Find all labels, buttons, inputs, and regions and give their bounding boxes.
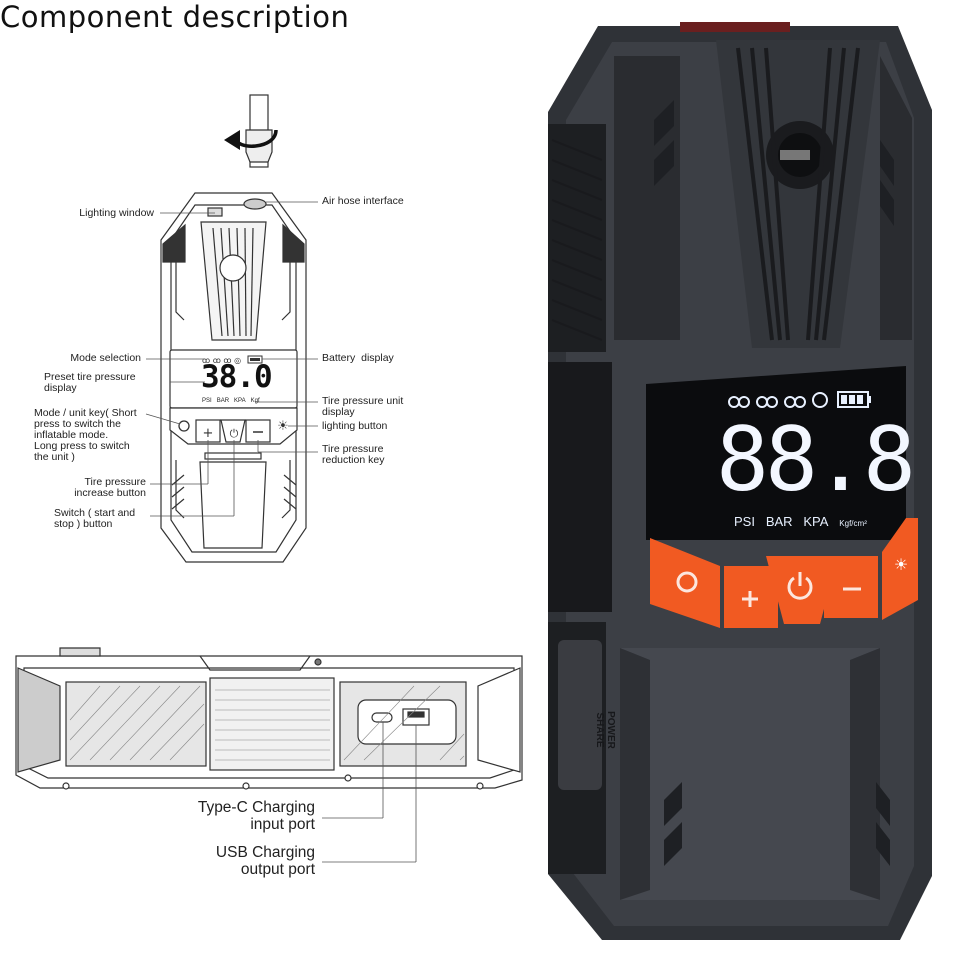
label-lighting-window: Lighting window — [79, 207, 154, 219]
label-switch-button: Switch ( start and stop ) button — [54, 507, 136, 530]
photo-display-units: PSI BAR KPA Kgf/cm² — [734, 514, 867, 529]
vent-lines — [736, 47, 860, 341]
label-type-c-port: Type-C Charging input port — [197, 799, 315, 833]
sketch-unit-psi: PSI — [202, 398, 212, 404]
sketch-unit-kpa: KPA — [234, 398, 246, 404]
hatch-pattern — [69, 685, 465, 761]
label-tire-pressure-increase: Tire pressure increase button — [74, 476, 146, 499]
front-view-sketch — [160, 192, 307, 563]
mode-icon — [178, 420, 190, 432]
port-leader-lines — [322, 722, 417, 863]
photo-unit-psi: PSI — [734, 514, 755, 529]
photo-display-value: 88.8 — [716, 408, 916, 511]
photo-button-icons — [676, 571, 861, 607]
label-lighting-button: lighting button — [322, 420, 388, 432]
label-tire-pressure-unit: Tire pressure unit display — [322, 395, 404, 418]
sketch-unit-kgf: Kgf — [250, 398, 260, 404]
label-mode-unit-key: Mode / unit key( Short press to switch t… — [34, 407, 137, 463]
sketch-display-units: PSI BAR KPA Kgf — [202, 398, 260, 404]
photo-unit-bar: BAR — [765, 514, 793, 529]
body-slots — [654, 100, 894, 866]
side-ribs — [551, 139, 603, 341]
product-photo — [548, 22, 932, 940]
label-mode-selection: Mode selection — [70, 352, 141, 364]
label-usb-port: USB Charging output port — [215, 844, 315, 878]
leader-lines — [145, 201, 318, 517]
label-battery-display: Battery display — [322, 352, 394, 364]
page-title: Component description — [0, 0, 350, 34]
svg-text:ꝏ ꝏ ꝏ ◎: ꝏ ꝏ ꝏ ◎ — [202, 356, 241, 365]
side-view-sketch — [15, 647, 523, 790]
label-tire-pressure-reduction: Tire pressure reduction key — [322, 443, 385, 466]
photo-unit-kpa: KPA — [803, 514, 829, 529]
svg-text:☀: ☀ — [277, 419, 289, 434]
label-preset-tire-pressure: Preset tire pressure display — [44, 371, 136, 394]
svg-text:+: + — [203, 426, 214, 441]
battery-icon — [841, 395, 871, 404]
air-hose-nozzle — [245, 94, 273, 168]
photo-unit-kgf: Kgf/cm² — [839, 519, 867, 528]
label-air-hose-interface: Air hose interface — [322, 195, 404, 207]
sketch-display-value: 38.0 — [201, 359, 273, 395]
svg-text:⏻: ⏻ — [230, 427, 239, 440]
sketch-unit-bar: BAR — [216, 398, 230, 404]
light-icon: ☀ — [894, 555, 908, 574]
power-share-label: POWER SHARE — [594, 711, 616, 749]
